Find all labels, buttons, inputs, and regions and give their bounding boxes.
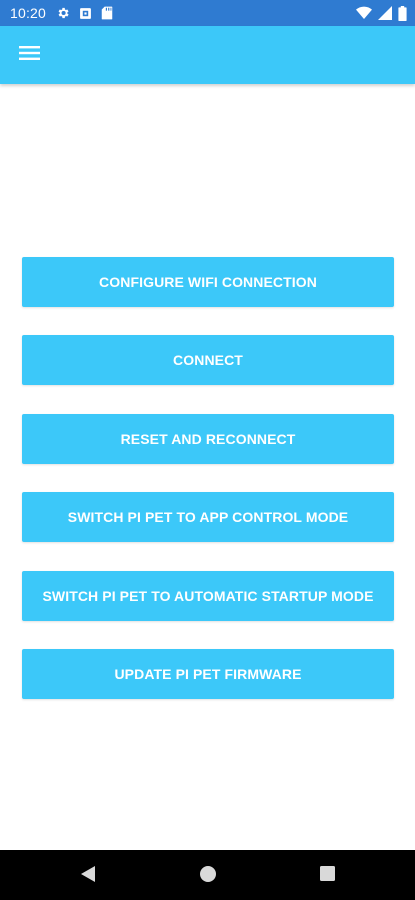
photo-notification-icon — [79, 7, 92, 20]
home-icon — [199, 865, 217, 888]
switch-app-control-mode-button[interactable]: SWITCH PI PET TO APP CONTROL MODE — [22, 492, 394, 543]
update-firmware-button[interactable]: UPDATE PI PET FIRMWARE — [22, 648, 394, 699]
connect-button[interactable]: CONNECT — [22, 335, 394, 386]
signal-icon — [378, 6, 392, 20]
home-button[interactable] — [197, 865, 219, 887]
gear-icon — [56, 6, 70, 20]
wifi-icon — [356, 6, 372, 20]
menu-button[interactable] — [14, 39, 46, 71]
back-icon — [79, 865, 97, 888]
hamburger-menu-icon — [19, 45, 41, 66]
status-bar: 10:20 — [0, 0, 415, 26]
app-bar — [0, 26, 415, 84]
status-time: 10:20 — [10, 5, 47, 21]
battery-icon — [398, 5, 407, 21]
action-button-list: CONFIGURE WIFI CONNECTION CONNECT RESET … — [22, 257, 394, 727]
status-notification-icons — [56, 6, 113, 20]
back-button[interactable] — [77, 865, 99, 887]
sd-card-icon — [101, 6, 113, 20]
recents-icon — [319, 865, 336, 887]
navigation-bar — [0, 850, 415, 900]
switch-automatic-startup-mode-button[interactable]: SWITCH PI PET TO AUTOMATIC STARTUP MODE — [22, 570, 394, 621]
reset-and-reconnect-button[interactable]: RESET AND RECONNECT — [22, 413, 394, 464]
status-system-icons — [356, 5, 407, 21]
configure-wifi-connection-button[interactable]: CONFIGURE WIFI CONNECTION — [22, 257, 394, 307]
recents-button[interactable] — [316, 865, 338, 887]
